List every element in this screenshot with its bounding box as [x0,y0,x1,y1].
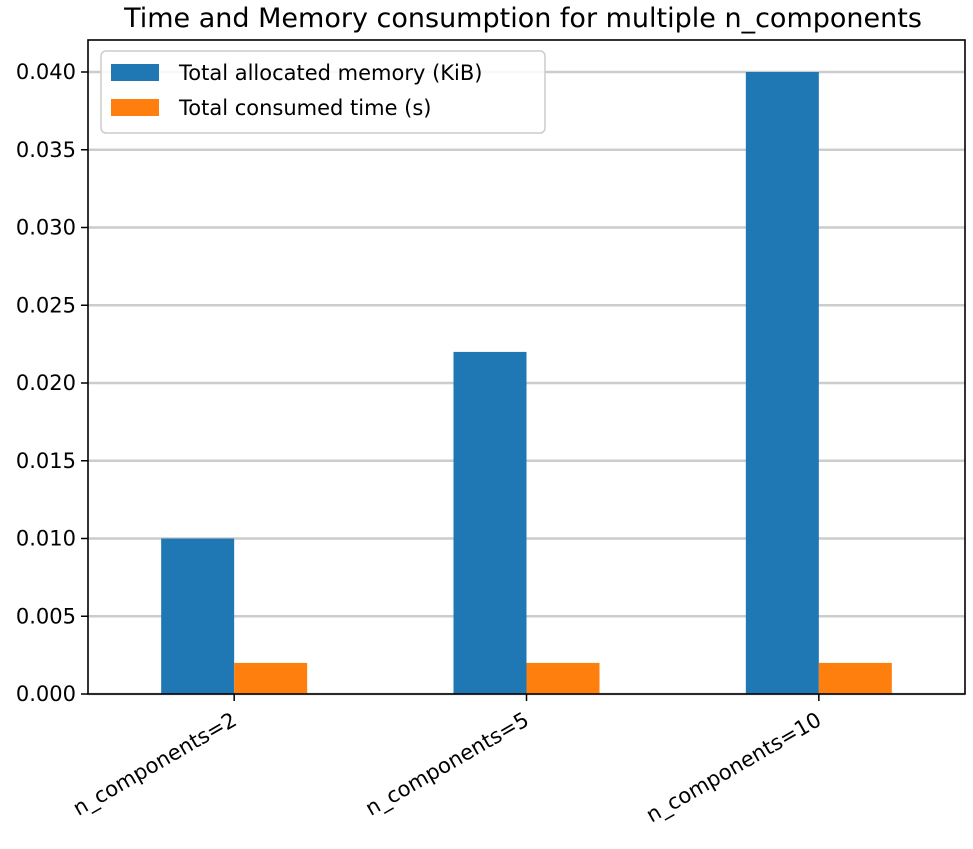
x-tick-label: n_components=10 [642,708,826,829]
y-tick-label: 0.000 [16,682,76,706]
bar-memory [745,72,819,694]
bar-time [234,662,308,694]
y-tick-label: 0.010 [16,527,76,551]
bars [161,72,892,694]
y-tick-label: 0.005 [16,604,76,628]
legend: Total allocated memory (KiB) Total consum… [100,50,546,134]
y-tick-label: 0.015 [16,449,76,473]
legend-label: Total allocated memory (KiB) [178,61,483,85]
bar-time [818,662,892,694]
y-tick-label: 0.020 [16,371,76,395]
chart-title: Time and Memory consumption for multiple… [123,3,922,34]
bar-time [526,662,600,694]
legend-box [100,50,546,134]
x-tick-label: n_components=2 [69,708,241,822]
bar-memory [161,538,235,694]
legend-label: Total consumed time (s) [178,96,432,120]
y-tick-label: 0.035 [16,138,76,162]
x-tick-label: n_components=5 [361,708,533,822]
legend-swatch [111,99,159,116]
y-tick-label: 0.040 [16,60,76,84]
plot-frame [87,39,966,695]
y-tick-label: 0.025 [16,293,76,317]
legend-swatch [111,64,159,81]
y-tick-label: 0.030 [16,216,76,240]
bar-memory [453,351,527,694]
